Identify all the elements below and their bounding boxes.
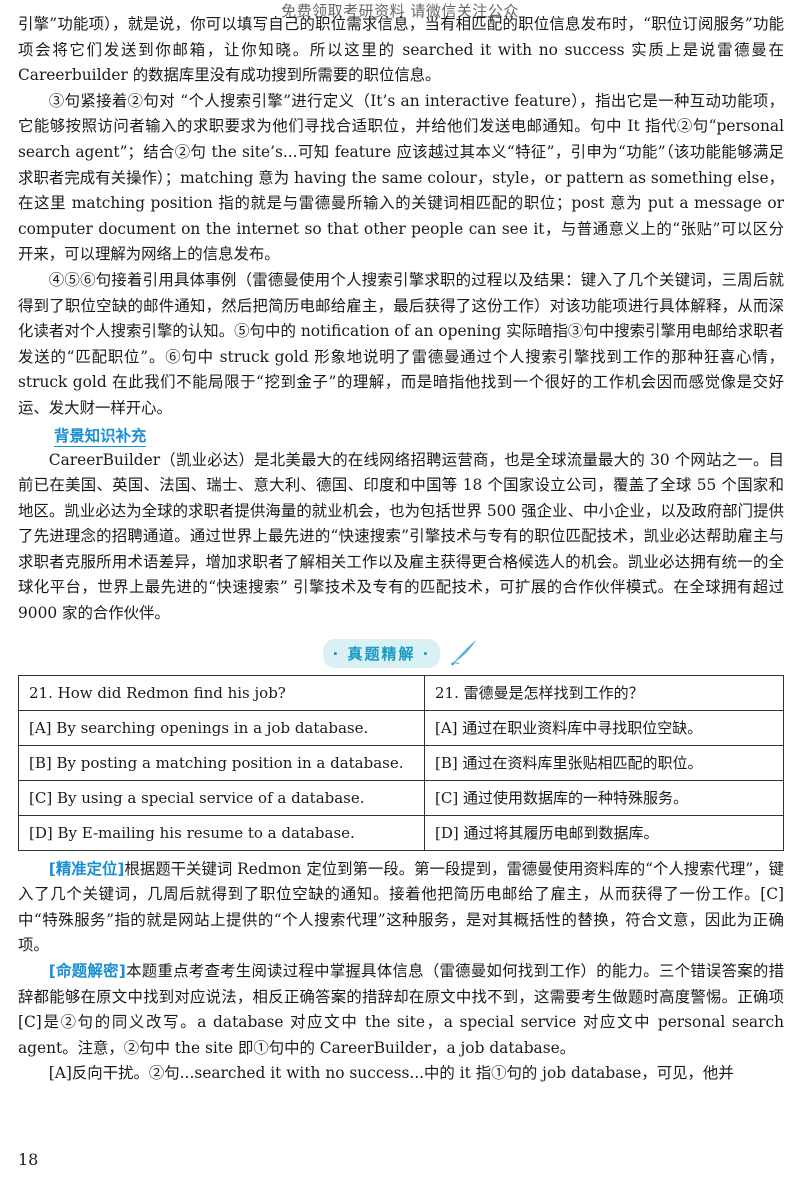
- table-row: 21. How did Redmon find his job? 21. 雷德曼…: [18, 674, 784, 711]
- intent-text: 本题重点考查考生阅读过程中掌握具体信息（雷德曼如何找到工作）的能力。三个错误答案…: [18, 962, 784, 1057]
- intent-tag: [命题解密]: [48, 962, 126, 981]
- intent-paragraph: [命题解密]本题重点考查考生阅读过程中掌握具体信息（雷德曼如何找到工作）的能力。…: [18, 959, 784, 1061]
- page-number: 18: [18, 1150, 39, 1169]
- exam-banner-label: · 真题精解 ·: [322, 639, 441, 669]
- quill-pen-icon: [449, 637, 479, 671]
- table-row: [D] By E-mailing his resume to a databas…: [18, 814, 784, 851]
- table-row: [A] By searching openings in a job datab…: [18, 709, 784, 746]
- table-row: [C] By using a special service of a data…: [18, 779, 784, 816]
- paragraph-analysis-3: ③句紧接着②句对 “个人搜索引擎”进行定义（It’s an interactiv…: [18, 91, 784, 264]
- table-row: [B] By posting a matching position in a …: [18, 744, 784, 781]
- exam-banner: · 真题精解 ·: [18, 637, 784, 669]
- question-zh: 21. 雷德曼是怎样找到工作的？: [424, 674, 784, 711]
- locate-tag: [精准定位]: [48, 859, 125, 878]
- option-d-en: [D] By E-mailing his resume to a databas…: [18, 814, 425, 851]
- paragraph-analysis-456: ④⑤⑥句接着引用具体事例（雷德曼使用个人搜索引擎求职的过程以及结果：键入了几个关…: [18, 270, 784, 417]
- background-paragraph: CareerBuilder（凯业必达）是北美最大的在线网络招聘运营商，也是全球流…: [18, 450, 784, 623]
- option-b-en: [B] By posting a matching position in a …: [18, 744, 425, 781]
- option-a-analysis: [A]反向干扰。②句...searched it with no success…: [48, 1064, 734, 1083]
- option-c-en: [C] By using a special service of a data…: [18, 779, 425, 816]
- page-content: 引擎”功能项），就是说，你可以填写自己的职位需求信息，当有相匹配的职位信息发布时…: [18, 12, 784, 1087]
- background-section-title: 背景知识补充: [54, 426, 147, 447]
- question-en: 21. How did Redmon find his job?: [18, 674, 425, 711]
- watermark: 免费领取考研资料 请微信关注公众: [281, 2, 519, 20]
- option-c-zh: [C] 通过使用数据库的一种特殊服务。: [424, 779, 784, 816]
- option-a-en: [A] By searching openings in a job datab…: [18, 709, 425, 746]
- locate-paragraph: [精准定位]根据题干关键词 Redmon 定位到第一段。第一段提到，雷德曼使用资…: [18, 857, 784, 959]
- option-a-zh: [A] 通过在职业资料库中寻找职位空缺。: [424, 709, 784, 746]
- option-b-zh: [B] 通过在资料库里张贴相匹配的职位。: [424, 744, 784, 781]
- question-table: 21. How did Redmon find his job? 21. 雷德曼…: [18, 674, 784, 851]
- locate-text: 根据题干关键词 Redmon 定位到第一段。第一段提到，雷德曼使用资料库的“个人…: [18, 859, 785, 955]
- option-d-zh: [D] 通过将其履历电邮到数据库。: [424, 814, 784, 851]
- paragraph-continued: 引擎”功能项），就是说，你可以填写自己的职位需求信息，当有相匹配的职位信息发布时…: [18, 15, 784, 85]
